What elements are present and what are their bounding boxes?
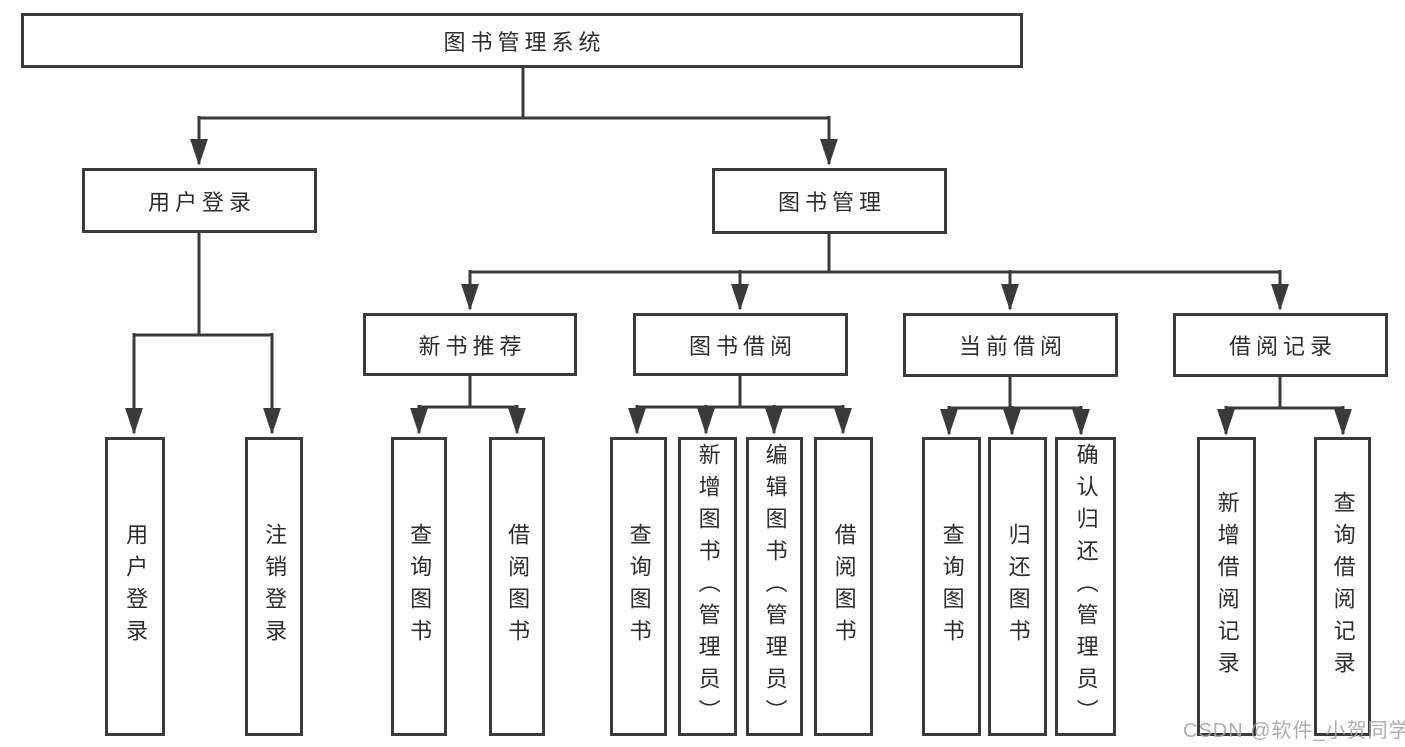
node-library-system: 图书管理系统 (21, 13, 1023, 68)
node-label: 当前借阅 (958, 334, 1067, 359)
leaf-recommend-query-books: 查询图书 (391, 437, 447, 736)
connector-recommend-to-leaves (410, 375, 526, 435)
node-label: 借阅图书 (831, 522, 857, 651)
connector-records-to-leaves (1217, 376, 1352, 436)
connector-userlogin-to-leaves (125, 231, 281, 435)
node-user-login: 用户登录 (82, 168, 317, 233)
node-label: 借阅记录 (1228, 334, 1337, 359)
node-label: 新书推荐 (418, 333, 527, 359)
node-label: 用户登录 (123, 522, 149, 651)
leaf-records-query-record: 查询借阅记录 (1314, 437, 1371, 736)
node-book-borrow: 图书借阅 (633, 313, 848, 376)
node-label: 新增图书（管理员） (695, 442, 721, 731)
node-label: 注销登录 (262, 522, 288, 651)
node-borrow-records: 借阅记录 (1173, 313, 1388, 377)
leaf-recommend-borrow-books: 借阅图书 (489, 437, 545, 736)
node-label: 查询图书 (407, 522, 433, 651)
node-book-management: 图书管理 (712, 168, 947, 234)
leaf-borrow-edit-books-admin: 编辑图书（管理员） (746, 437, 803, 736)
leaf-records-add-record: 新增借阅记录 (1197, 437, 1256, 736)
leaf-borrow-borrow-books: 借阅图书 (814, 437, 873, 736)
connector-bookmgmt-to-level3 (461, 232, 1289, 311)
node-current-borrow: 当前借阅 (903, 313, 1118, 377)
node-label: 查询图书 (939, 522, 965, 651)
node-label: 图书管理系统 (443, 29, 606, 55)
leaf-logout: 注销登录 (245, 437, 303, 736)
connector-borrow-to-leaves (628, 375, 852, 435)
node-label: 确认归还（管理员） (1073, 442, 1099, 731)
leaf-user-login: 用户登录 (105, 437, 165, 736)
connector-current-to-leaves (940, 376, 1090, 436)
node-label: 借阅图书 (505, 522, 531, 651)
node-label: 图书借阅 (688, 333, 797, 359)
leaf-borrow-add-books-admin: 新增图书（管理员） (678, 437, 737, 736)
node-label: 用户登录 (147, 189, 256, 215)
leaf-borrow-query-books: 查询图书 (610, 437, 667, 736)
node-label: 图书管理 (777, 190, 886, 215)
node-label: 查询借阅记录 (1330, 490, 1356, 683)
csdn-watermark: CSDN @软件_小贺同学 (1183, 720, 1405, 742)
node-label: 归还图书 (1005, 522, 1031, 651)
node-label: 新增借阅记录 (1214, 490, 1240, 683)
leaf-current-return-books: 归还图书 (988, 437, 1047, 736)
leaf-current-confirm-return-admin: 确认归还（管理员） (1055, 437, 1116, 736)
node-new-book-recommend: 新书推荐 (363, 313, 577, 376)
connector-root-to-level2 (190, 68, 838, 166)
node-label: 查询图书 (626, 522, 652, 651)
node-label: 编辑图书（管理员） (762, 442, 788, 731)
leaf-current-query-books: 查询图书 (922, 437, 981, 736)
